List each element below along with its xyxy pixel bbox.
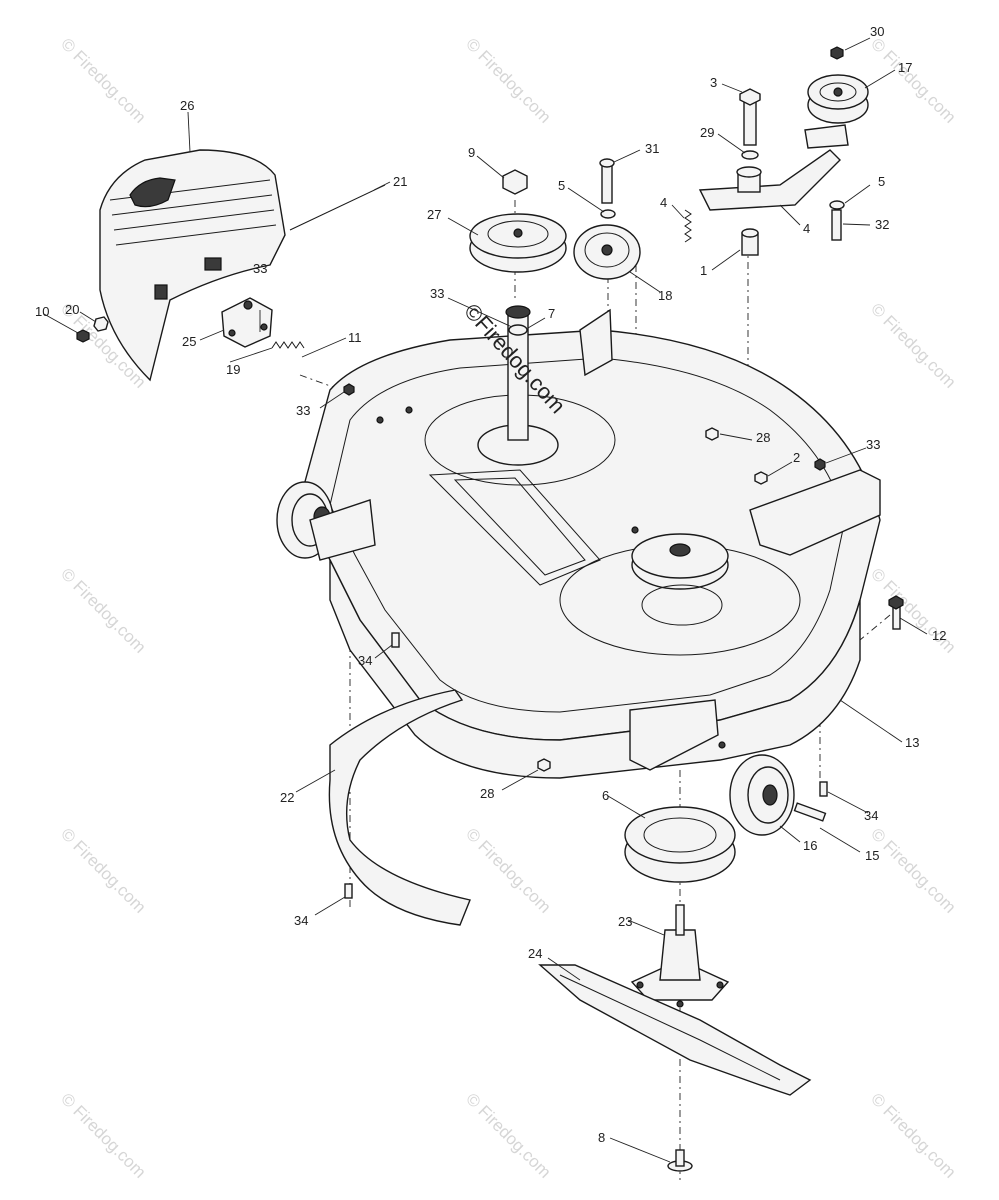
callout-label: 1 — [700, 263, 707, 278]
nut — [343, 383, 355, 396]
spring — [271, 341, 305, 349]
washer — [741, 150, 759, 160]
callout-label: 5 — [878, 174, 885, 189]
callout-label: 11 — [348, 330, 362, 345]
bolt — [601, 164, 613, 204]
washer — [508, 324, 528, 336]
watermark: © Firedog.com — [57, 564, 149, 656]
watermark: © Firedog.com — [462, 34, 554, 126]
washer — [600, 209, 616, 219]
callout-label: 4 — [803, 221, 810, 236]
bolt — [391, 632, 400, 648]
baffle — [328, 689, 471, 926]
shoulder-bolt — [793, 802, 827, 822]
callout-label: 6 — [602, 788, 609, 803]
nut — [814, 458, 826, 471]
callout-label: 33 — [253, 261, 267, 276]
callout-label: 25 — [182, 334, 196, 349]
callout-label: 31 — [645, 141, 659, 156]
pulley — [807, 74, 869, 124]
callout-label: 16 — [803, 838, 817, 853]
watermark: © Firedog.com — [57, 34, 149, 126]
washer — [829, 200, 845, 210]
bolt — [819, 781, 828, 797]
callout-label: 23 — [618, 914, 632, 929]
callout-label: 22 — [280, 790, 294, 805]
callout-label: 26 — [180, 98, 194, 113]
clip — [93, 316, 109, 332]
wheel — [729, 754, 795, 836]
pulley — [469, 213, 567, 273]
nut — [502, 169, 528, 195]
callout-labels: 30 17 3 29 5 32 4 4 1 26 21 9 31 5 27 18… — [35, 24, 946, 1145]
rod — [289, 184, 386, 231]
spindle-ring — [624, 806, 736, 883]
mower-deck — [276, 305, 881, 779]
callout-label: 7 — [548, 306, 555, 321]
callout-label: 24 — [528, 946, 542, 961]
callout-label: 34 — [358, 653, 372, 668]
callout-label: 33 — [296, 403, 310, 418]
callout-label: 2 — [793, 450, 800, 465]
watermark: © Firedog.com — [57, 1089, 149, 1181]
callout-label: 32 — [875, 217, 889, 232]
idler-arm — [698, 124, 849, 211]
spindle — [630, 904, 730, 1008]
callout-label: 28 — [756, 430, 770, 445]
callout-label: 34 — [294, 913, 308, 928]
callout-label: 13 — [905, 735, 919, 750]
nut — [705, 427, 719, 441]
watermark: © Firedog.com — [57, 824, 149, 916]
callout-label: 8 — [598, 1130, 605, 1145]
callout-label: 19 — [226, 362, 240, 377]
belt-cover — [99, 149, 286, 382]
callout-label: 15 — [865, 848, 879, 863]
callout-label: 9 — [468, 145, 475, 160]
callout-label: 21 — [393, 174, 407, 189]
watermark: © Firedog.com — [867, 1089, 959, 1181]
callout-label: 33 — [866, 437, 880, 452]
callout-label: 28 — [480, 786, 494, 801]
bolt — [344, 883, 353, 899]
callout-label: 5 — [558, 178, 565, 193]
watermark: © Firedog.com — [867, 34, 959, 126]
callout-label: 18 — [658, 288, 672, 303]
callout-label: 29 — [700, 125, 714, 140]
watermark: © Firedog.com — [867, 299, 959, 391]
callout-label: 33 — [430, 286, 444, 301]
watermark: © Firedog.com — [462, 824, 554, 916]
callout-label: 4 — [660, 195, 667, 210]
callout-label: 12 — [932, 628, 946, 643]
watermark: © Firedog.com — [462, 1089, 554, 1181]
bolt — [831, 209, 842, 241]
nut — [76, 329, 90, 343]
callout-label: 17 — [898, 60, 912, 75]
callout-label: 27 — [427, 207, 441, 222]
spring — [684, 209, 692, 243]
callout-label: 10 — [35, 304, 49, 319]
leader-lines — [43, 37, 928, 1163]
watermark: © Firedog.com — [867, 824, 959, 916]
callout-label: 30 — [870, 24, 884, 39]
nut — [754, 471, 768, 485]
nut — [537, 758, 551, 772]
nut — [830, 46, 844, 60]
callout-label: 34 — [864, 808, 878, 823]
idler-pulley — [573, 224, 641, 280]
callout-label: 20 — [65, 302, 79, 317]
callout-label: 3 — [710, 75, 717, 90]
